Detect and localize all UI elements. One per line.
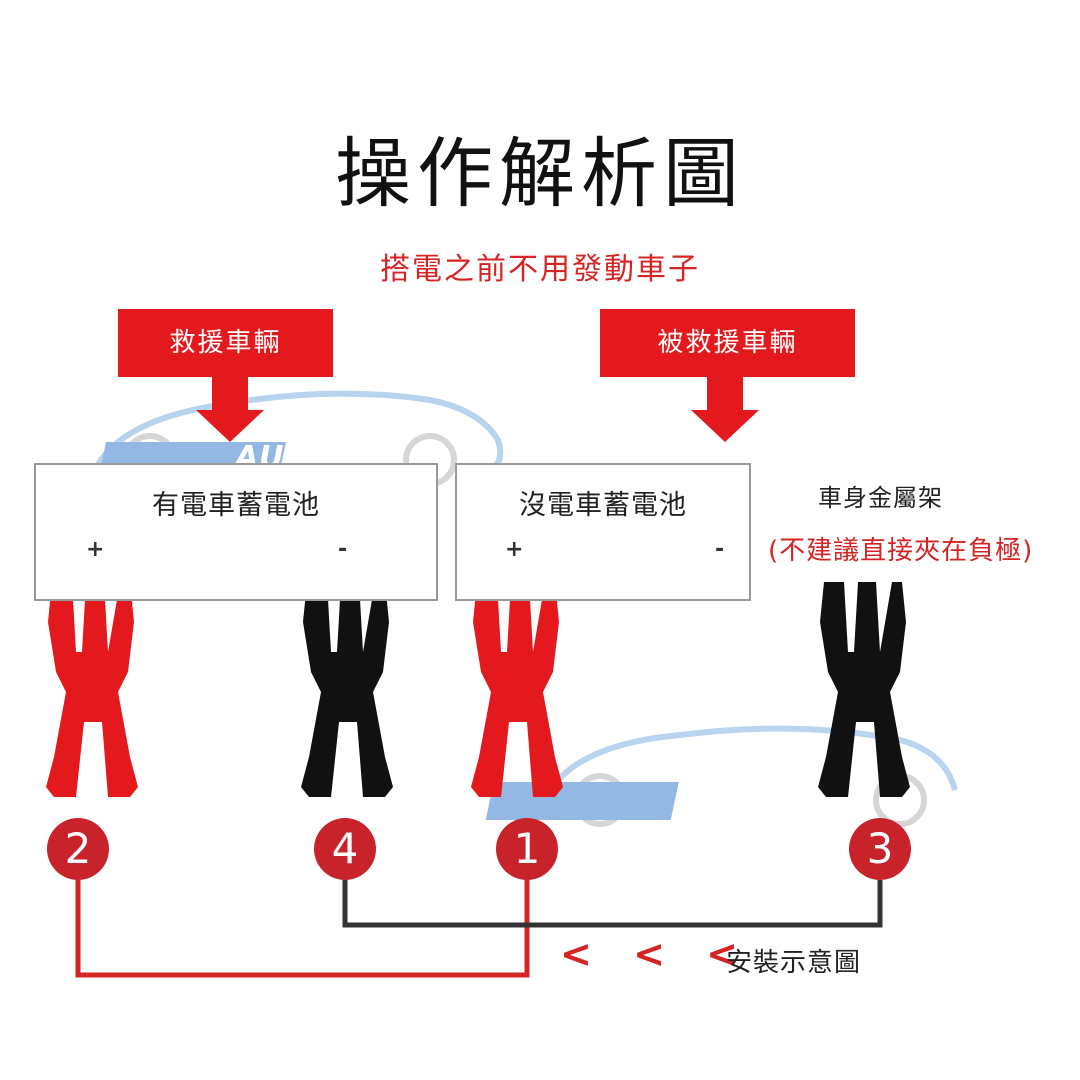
page-title: 操作解析圖 <box>335 129 745 218</box>
red-clamp-icon <box>46 582 138 797</box>
subtitle: 搭電之前不用發動車子 <box>380 252 700 287</box>
battery-good: 有電車蓄電池 + - <box>34 463 438 601</box>
step-badge-2: 2 <box>47 818 109 880</box>
rescued-vehicle-label: 被救援車輛 <box>600 309 855 377</box>
battery-good-minus: - <box>338 537 348 562</box>
battery-dead-minus: - <box>715 537 725 562</box>
chassis-label: 車身金屬架 <box>818 484 943 512</box>
arrow-down-icon <box>196 375 264 442</box>
step-badge-1: 1 <box>496 818 558 880</box>
battery-dead-label: 沒電車蓄電池 <box>519 490 687 521</box>
chassis-warning: (不建議直接夾在負極) <box>768 536 1034 566</box>
direction-arrows: < < < <box>560 932 752 976</box>
step-badge-4: 4 <box>314 818 376 880</box>
red-clamp-icon <box>471 582 563 797</box>
battery-dead-plus: + <box>505 537 524 562</box>
step-badge-3: 3 <box>849 818 911 880</box>
battery-good-plus: + <box>86 537 105 562</box>
arrow-down-icon <box>691 375 759 442</box>
black-clamp-icon <box>818 582 910 797</box>
watermark-text: AUHYA <box>695 780 819 815</box>
rescue-vehicle-label: 救援車輛 <box>118 309 333 377</box>
black-cable <box>342 880 883 928</box>
legend-label: 安裝示意圖 <box>726 948 862 978</box>
battery-good-label: 有電車蓄電池 <box>152 490 320 521</box>
battery-dead: 沒電車蓄電池 + - <box>455 463 751 601</box>
black-clamp-icon <box>301 582 393 797</box>
